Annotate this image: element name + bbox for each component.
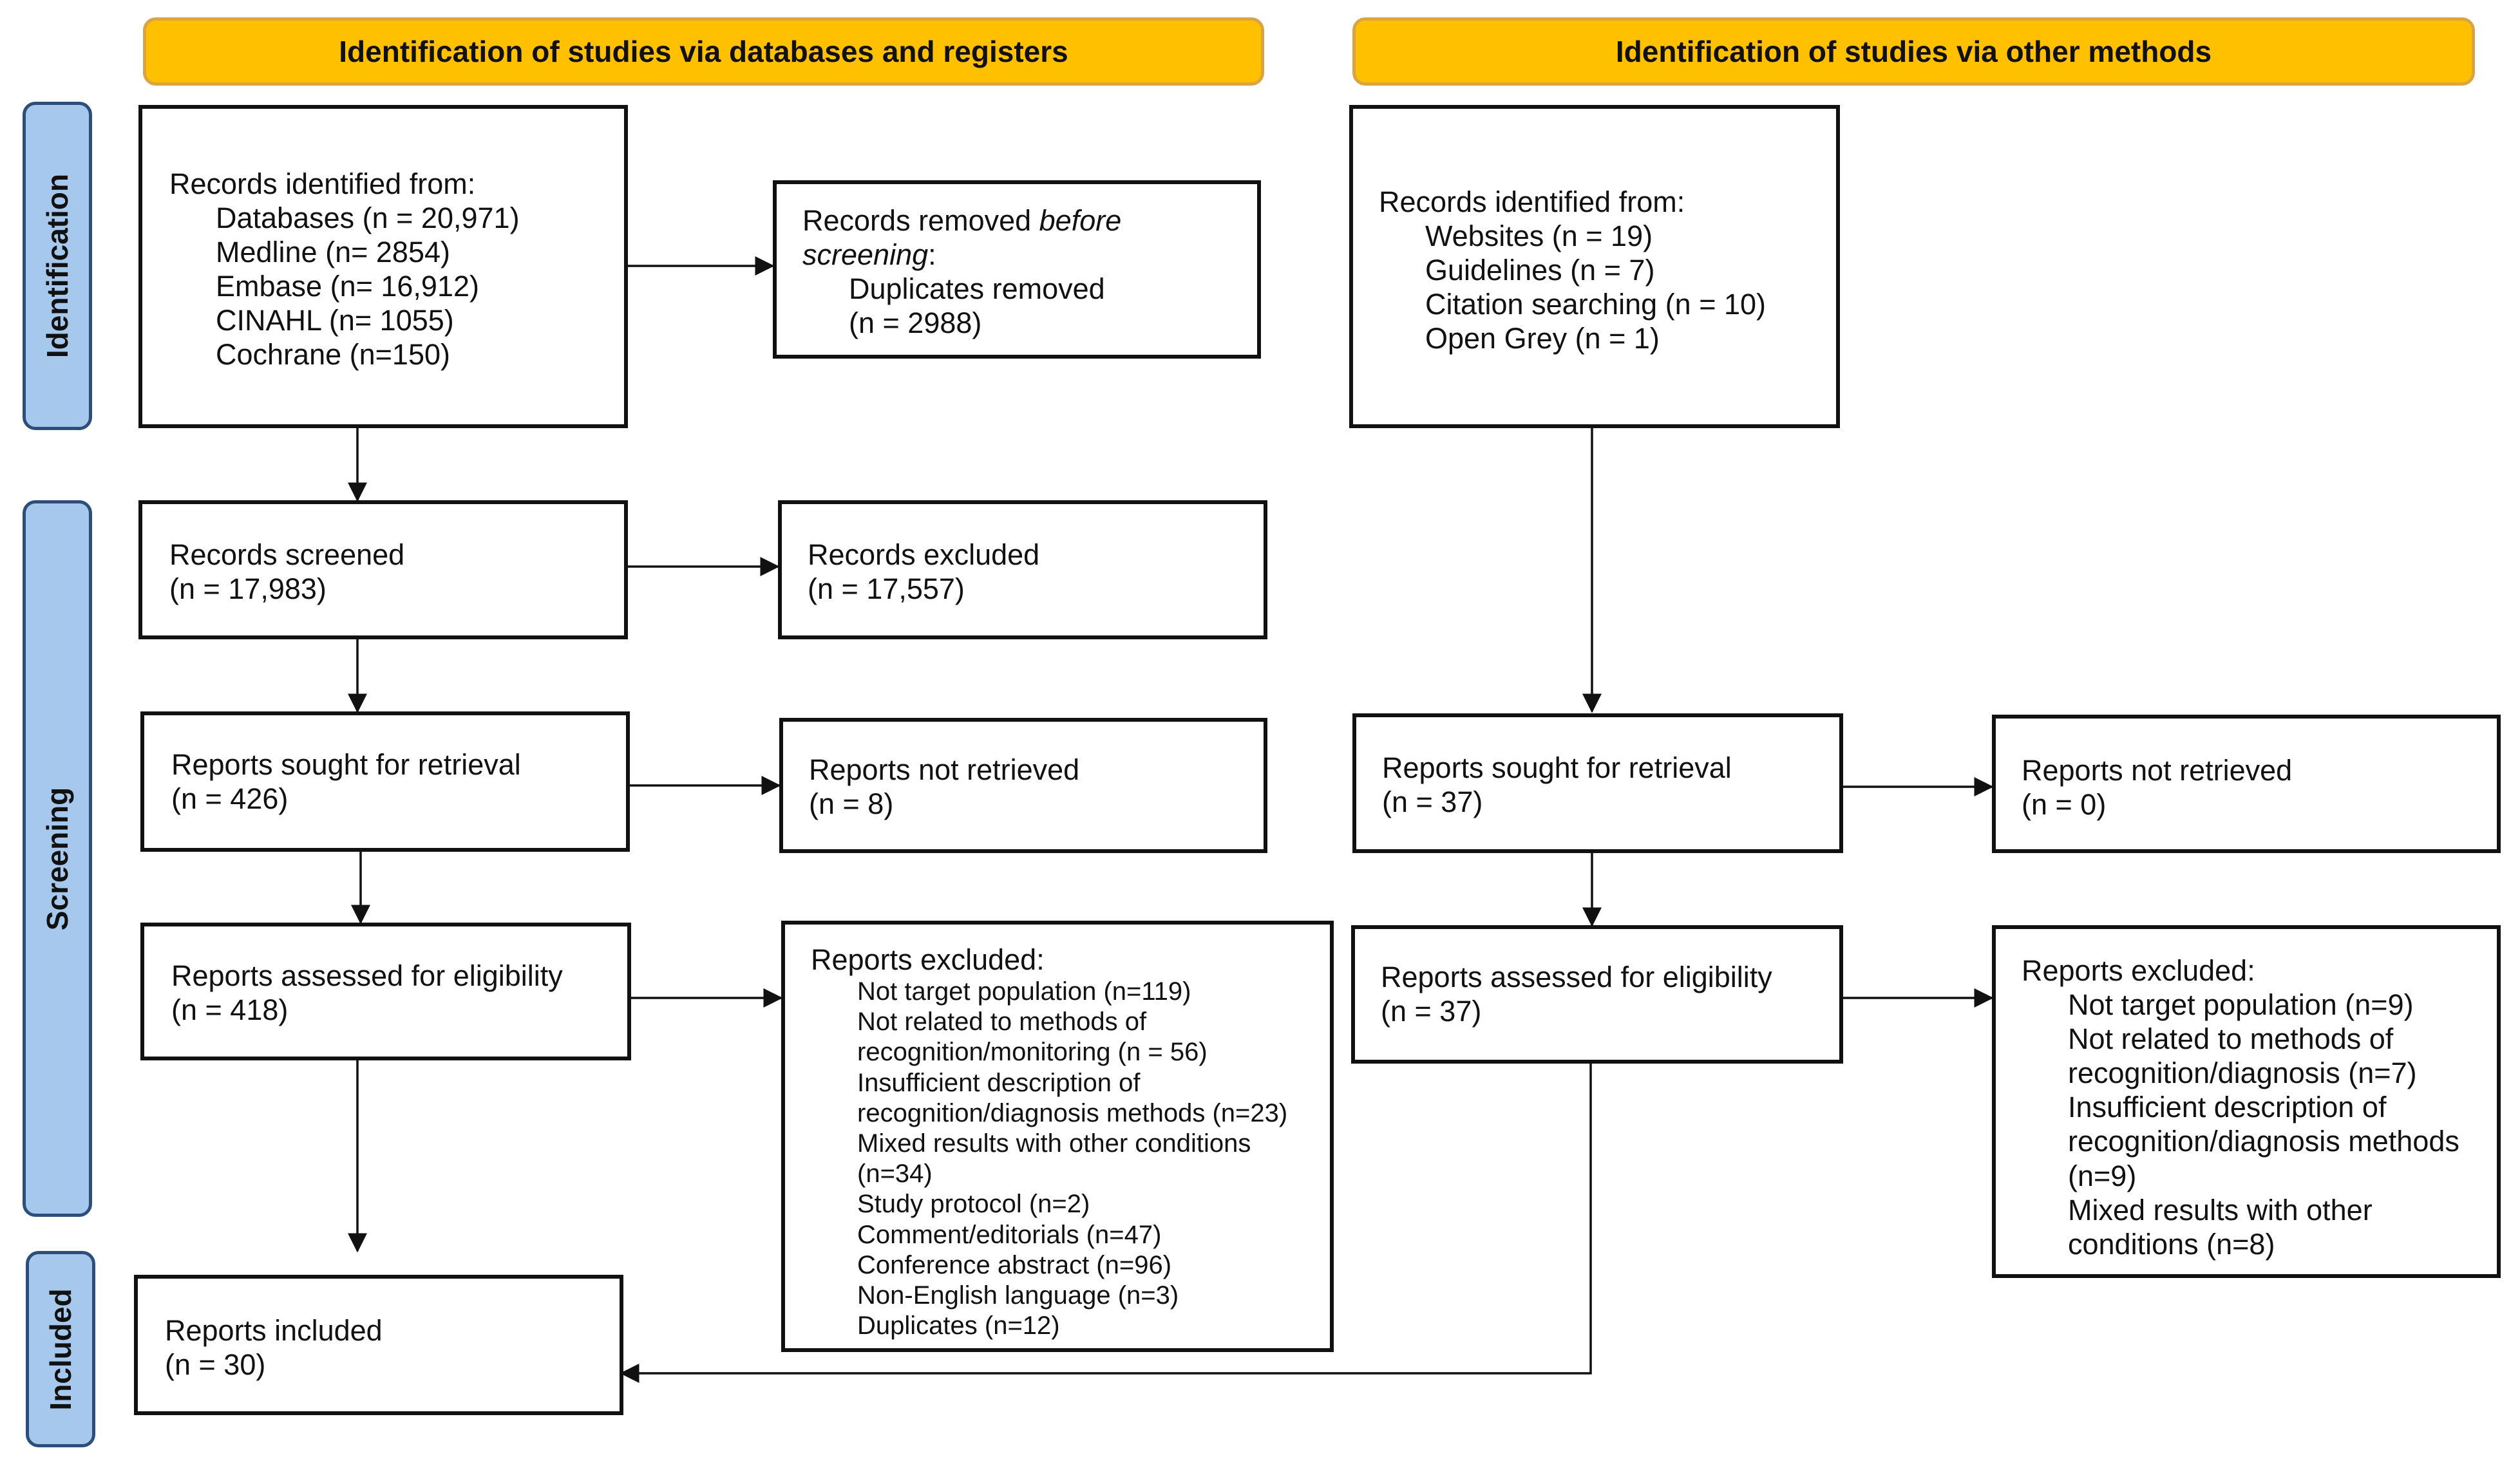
phase-identification-label: Identification — [41, 173, 74, 359]
db-reports-sought-box: Reports sought for retrieval (n = 426) — [140, 711, 630, 852]
arrow-other-assessed-to-included — [620, 1064, 1592, 1383]
phase-included: Included — [26, 1251, 95, 1447]
other-reports-excluded-title: Reports excluded: — [2022, 954, 2255, 987]
db-included-n: (n = 30) — [165, 1348, 266, 1382]
db-reports-excluded-item: Mixed results with other conditions — [857, 1129, 1251, 1158]
db-identified-item: Medline (n= 2854) — [216, 236, 450, 269]
other-identified-item: Websites (n = 19) — [1425, 220, 1653, 253]
db-reports-excluded-box: Reports excluded: Not target population … — [781, 921, 1334, 1352]
other-sought-n: (n = 37) — [1382, 785, 1483, 819]
db-reports-assessed-box: Reports assessed for eligibility (n = 41… — [140, 923, 631, 1060]
other-identified-item: Guidelines (n = 7) — [1425, 254, 1655, 287]
db-sought-title: Reports sought for retrieval — [171, 748, 521, 781]
db-records-excluded-box: Records excluded (n = 17,557) — [778, 500, 1267, 639]
other-reports-assessed-box: Reports assessed for eligibility (n = 37… — [1351, 925, 1843, 1064]
other-reports-excluded-item: Insufficient description of — [2068, 1091, 2387, 1124]
db-removed-title-line2: screening: — [802, 238, 1257, 272]
db-identified-title: Records identified from: — [169, 167, 476, 200]
other-reports-excluded-item: Mixed results with other — [2068, 1193, 2373, 1226]
db-included-title: Reports included — [165, 1314, 383, 1347]
db-identified-item: Embase (n= 16,912) — [216, 270, 479, 303]
db-records-removed-box: Records removed before screening: Duplic… — [773, 180, 1261, 359]
db-removed-title: Records removed before — [802, 203, 1257, 238]
db-removed-title-em: before — [1039, 204, 1122, 237]
phase-screening-label: Screening — [41, 787, 74, 930]
db-not-retrieved-title: Reports not retrieved — [809, 753, 1080, 786]
header-databases: Identification of studies via databases … — [143, 17, 1264, 86]
db-assessed-n: (n = 418) — [171, 993, 289, 1027]
db-identified-item: Cochrane (n=150) — [216, 338, 450, 371]
db-reports-excluded-item: recognition/monitoring (n = 56) — [857, 1038, 1208, 1067]
phase-included-label: Included — [44, 1288, 77, 1411]
db-sought-n: (n = 426) — [171, 782, 289, 816]
db-reports-excluded-item: Comment/editorials (n=47) — [857, 1220, 1162, 1249]
db-screened-title: Records screened — [169, 538, 405, 571]
other-reports-excluded-item: Not target population (n=9) — [2068, 988, 2414, 1022]
db-identified-item: Databases (n = 20,971) — [216, 202, 520, 235]
other-not-retrieved-n: (n = 0) — [2022, 788, 2107, 822]
db-excluded-title: Records excluded — [808, 538, 1040, 571]
other-sought-title: Reports sought for retrieval — [1382, 751, 1732, 784]
other-identified-item: Citation searching (n = 10) — [1425, 288, 1767, 321]
other-assessed-title: Reports assessed for eligibility — [1381, 961, 1772, 993]
other-reports-sought-box: Reports sought for retrieval (n = 37) — [1352, 713, 1843, 853]
phase-identification: Identification — [23, 102, 92, 430]
db-reports-excluded-item: recognition/diagnosis methods (n=23) — [857, 1098, 1288, 1127]
db-reports-excluded-item: Conference abstract (n=96) — [857, 1250, 1172, 1279]
db-removed-colon: : — [928, 238, 936, 272]
other-reports-excluded-item: (n=9) — [2068, 1159, 2137, 1192]
db-reports-included-box: Reports included (n = 30) — [134, 1275, 623, 1415]
db-removed-title-text: Records removed — [802, 204, 1039, 237]
db-screened-n: (n = 17,983) — [169, 572, 327, 606]
db-assessed-title: Reports assessed for eligibility — [171, 959, 563, 992]
db-records-screened-box: Records screened (n = 17,983) — [138, 500, 628, 639]
db-reports-excluded-item: Insufficient description of — [857, 1068, 1141, 1097]
other-assessed-n: (n = 37) — [1381, 995, 1482, 1028]
db-removed-title-em2: screening — [802, 238, 929, 272]
other-reports-excluded-box: Reports excluded: Not target population … — [1992, 925, 2501, 1278]
db-reports-excluded-item: Not target population (n=119) — [857, 977, 1191, 1006]
other-reports-not-retrieved-box: Reports not retrieved (n = 0) — [1992, 715, 2501, 853]
db-reports-excluded-item: Non-English language (n=3) — [857, 1281, 1179, 1310]
other-reports-excluded-item: Not related to methods of — [2068, 1022, 2394, 1056]
db-not-retrieved-n: (n = 8) — [809, 787, 894, 821]
phase-screening: Screening — [23, 500, 92, 1217]
other-reports-excluded-item: recognition/diagnosis (n=7) — [2068, 1057, 2417, 1090]
db-excluded-n: (n = 17,557) — [808, 572, 965, 606]
header-other-methods: Identification of studies via other meth… — [1352, 17, 2475, 86]
db-reports-excluded-item: (n=34) — [857, 1160, 933, 1189]
db-removed-line2: (n = 2988) — [849, 306, 982, 340]
other-reports-excluded-item: conditions (n=8) — [2068, 1227, 2275, 1261]
db-removed-line1: Duplicates removed — [849, 272, 1105, 306]
other-identified-title: Records identified from: — [1379, 185, 1685, 218]
other-not-retrieved-title: Reports not retrieved — [2022, 754, 2293, 787]
db-reports-excluded-item: Study protocol (n=2) — [857, 1190, 1090, 1219]
other-records-identified-box: Records identified from: Websites (n = 1… — [1349, 105, 1840, 428]
db-reports-excluded-title: Reports excluded: — [811, 943, 1045, 976]
db-reports-not-retrieved-box: Reports not retrieved (n = 8) — [779, 718, 1267, 853]
db-reports-excluded-item: Not related to methods of — [857, 1008, 1147, 1037]
db-identified-item: CINAHL (n= 1055) — [216, 304, 454, 337]
other-identified-item: Open Grey (n = 1) — [1425, 322, 1660, 355]
db-records-identified-box: Records identified from: Databases (n = … — [138, 105, 628, 428]
db-reports-excluded-item: Duplicates (n=12) — [857, 1311, 1060, 1340]
other-reports-excluded-item: recognition/diagnosis methods — [2068, 1125, 2459, 1158]
